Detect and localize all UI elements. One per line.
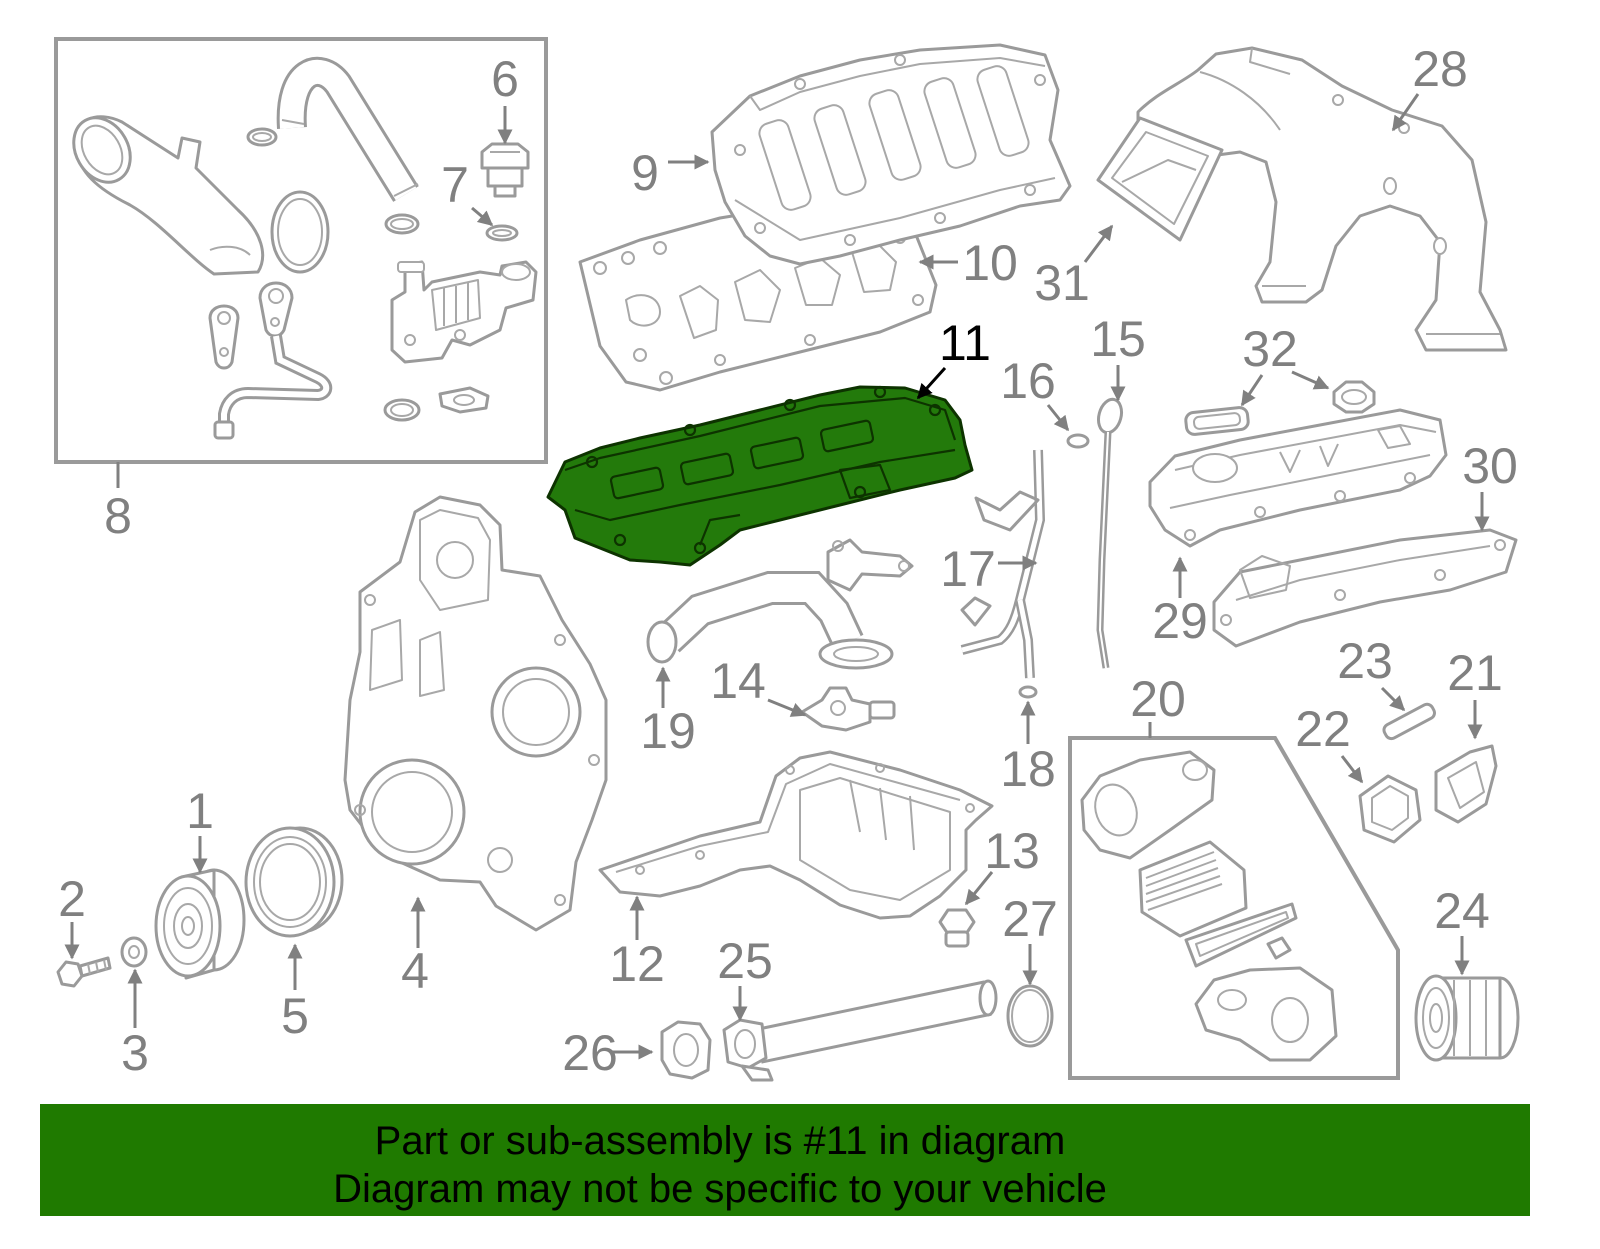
part-4-front-cover (343, 495, 608, 932)
small-gasket-20 (1266, 936, 1292, 960)
part-19-pickup-tube (646, 538, 914, 670)
callout-17: 17 (940, 541, 996, 597)
callout-11-arrow (916, 366, 947, 400)
info-banner-text: Part or sub-assembly is #11 in diagram D… (0, 1117, 1440, 1213)
callout-20: 20 (1130, 671, 1186, 727)
elbow-pipe-opening (72, 116, 132, 184)
part-30-plate (1212, 528, 1518, 648)
small-gasket (438, 386, 490, 414)
callout-16: 16 (1000, 353, 1056, 409)
large-seal-ring (270, 190, 330, 274)
callout-9: 9 (631, 145, 659, 201)
callout-31: 31 (1034, 255, 1090, 311)
callout-16-arrow (1046, 404, 1070, 432)
part-14-sensor (800, 686, 896, 732)
part-7-o-ring (485, 224, 519, 242)
callout-12: 12 (609, 936, 665, 992)
callout-labels: 1 2 3 4 5 6 7 8 9 10 11 12 13 14 15 16 1… (58, 41, 1518, 1081)
callout-23-arrow (1380, 686, 1406, 712)
callout-3: 3 (121, 1025, 149, 1081)
callout-21: 21 (1447, 645, 1503, 701)
callout-22: 22 (1295, 701, 1351, 757)
part-8-assembly (72, 56, 538, 440)
callout-5: 5 (281, 988, 309, 1044)
callout-32-arrow-a (1240, 374, 1264, 407)
part-23-gasket (1382, 702, 1436, 741)
callout-30: 30 (1462, 438, 1518, 494)
part-26-gasket (660, 1020, 712, 1080)
banner-line-2: Diagram may not be specific to your vehi… (333, 1167, 1107, 1211)
callout-2: 2 (58, 871, 86, 927)
part-31-gasket (1096, 116, 1224, 242)
callout-27: 27 (1002, 891, 1058, 947)
banner-line-1: Part or sub-assembly is #11 in diagram (374, 1119, 1066, 1163)
callout-11: 11 (939, 315, 991, 371)
part-29-cover (1148, 408, 1448, 548)
flange-gasket-b (208, 304, 240, 370)
info-banner (40, 1104, 1530, 1216)
o-ring-small (246, 127, 278, 147)
callout-22-arrow (1340, 755, 1364, 784)
callout-18: 18 (1000, 741, 1056, 797)
o-ring-lower (383, 398, 421, 422)
part-15-dipstick (1096, 397, 1124, 669)
callout-29: 29 (1152, 593, 1208, 649)
assembly-box-8 (54, 37, 548, 464)
part-11-highlighted (546, 385, 974, 567)
assembly-box-20 (1068, 736, 1400, 1080)
callout-28: 28 (1412, 41, 1468, 97)
part-22-gasket (1358, 774, 1422, 844)
part-27-o-ring (1006, 984, 1054, 1048)
part-28-intake-pipe (1136, 46, 1508, 352)
callout-15: 15 (1090, 311, 1146, 367)
callout-13-arrow (964, 871, 994, 906)
part-18-o-ring (1018, 685, 1038, 699)
part-12-oil-pan (598, 750, 994, 920)
bent-tube (218, 335, 333, 428)
part-3-washer (120, 936, 148, 968)
callout-25: 25 (717, 933, 773, 989)
part-9-intake-manifold (710, 43, 1072, 266)
oil-cooler (1138, 840, 1248, 938)
part-24-oil-filter (1414, 974, 1520, 1062)
callout-26: 26 (562, 1025, 618, 1081)
callout-arrows (64, 93, 1490, 1060)
part-1-pulley (154, 868, 246, 980)
part-16-o-ring (1066, 433, 1090, 449)
callout-31-arrow (1083, 224, 1114, 263)
callout-14: 14 (710, 653, 766, 709)
part-32-gaskets (1184, 380, 1376, 436)
callout-1: 1 (186, 783, 214, 839)
part-13-drain-plug (938, 908, 976, 948)
callout-7: 7 (441, 157, 469, 213)
callout-4: 4 (401, 943, 429, 999)
callout-24: 24 (1434, 883, 1490, 939)
part-17-dipstick-tube (960, 449, 1046, 679)
callout-10: 10 (962, 235, 1018, 291)
callout-23: 23 (1337, 633, 1393, 689)
callout-13: 13 (984, 823, 1040, 879)
callout-32: 32 (1242, 321, 1298, 377)
part-2-bolt (56, 956, 112, 988)
part-6-sensor (480, 142, 530, 198)
callout-28-arrow (1391, 93, 1420, 132)
callout-7-arrow (471, 206, 494, 227)
housing (1080, 750, 1216, 860)
callout-19: 19 (640, 703, 696, 759)
flange-gasket-a (258, 281, 294, 338)
adapter (1194, 966, 1338, 1062)
callout-14-arrow (767, 698, 807, 717)
callout-32-arrow-b (1291, 370, 1330, 390)
callout-6: 6 (491, 51, 519, 107)
part-20-assembly (1080, 750, 1338, 1062)
part-5-seal (244, 826, 344, 938)
callout-8: 8 (104, 488, 132, 544)
part-25-tube (722, 979, 998, 1082)
part-21-gasket (1434, 744, 1498, 824)
